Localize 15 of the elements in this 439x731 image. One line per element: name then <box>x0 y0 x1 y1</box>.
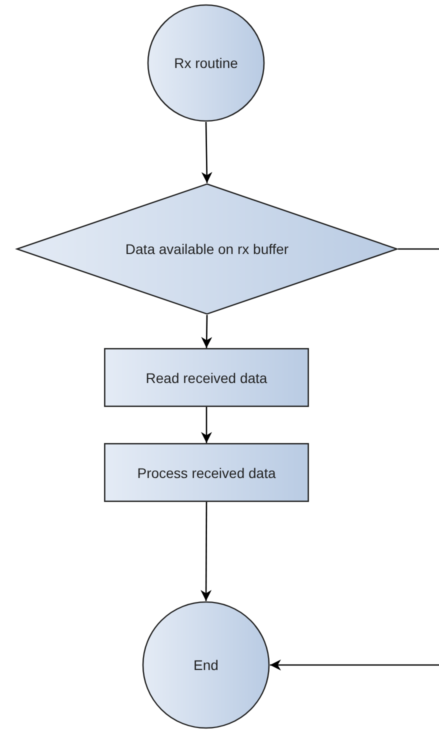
arrow <box>270 660 439 670</box>
node-label: Data available on rx buffer <box>124 241 290 257</box>
arrow <box>200 502 212 601</box>
terminal-circle <box>147 4 265 122</box>
process-box <box>104 443 309 502</box>
arrow <box>201 315 212 348</box>
node-label: End <box>192 657 220 673</box>
arrow <box>201 407 212 443</box>
node-label: Rx routine <box>173 55 239 71</box>
node-label: Process received data <box>136 464 277 480</box>
node-label: Read received data <box>144 370 268 386</box>
terminal-circle <box>142 601 270 729</box>
decision-diamond <box>16 183 398 315</box>
arrow <box>201 122 212 184</box>
process-box <box>104 348 309 407</box>
